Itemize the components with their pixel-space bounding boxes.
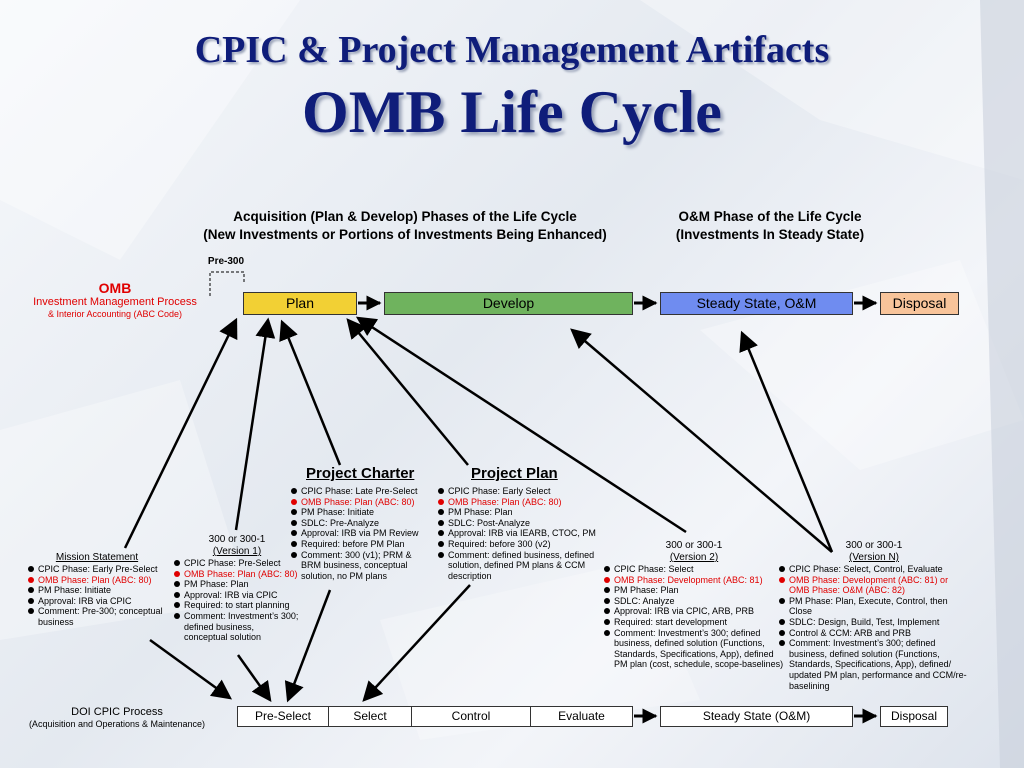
list-item: PM Phase: Plan, Execute, Control, then C…: [779, 596, 969, 617]
list-item: Comment: defined business, defined solut…: [438, 550, 598, 582]
project-charter-details: CPIC Phase: Late Pre-Select OMB Phase: P…: [291, 486, 433, 581]
stage-pre-select: Pre-Select: [237, 706, 329, 727]
list-item: SDLC: Pre-Analyze: [291, 518, 433, 529]
om-header-line2: (Investments In Steady State): [675, 227, 865, 242]
project-plan-title: Project Plan: [471, 465, 558, 482]
list-item: CPIC Phase: Early Pre-Select: [28, 564, 166, 575]
version-n-block: 300 or 300-1 (Version N) CPIC Phase: Sel…: [779, 540, 969, 691]
project-plan-details: CPIC Phase: Early Select OMB Phase: Plan…: [438, 486, 598, 581]
list-item: Required: start development: [604, 617, 784, 628]
doi-process-subtitle: (Acquisition and Operations & Maintenanc…: [28, 719, 206, 729]
omb-line1: Investment Management Process: [33, 296, 197, 308]
list-item: PM Phase: Plan: [174, 579, 300, 590]
list-item: OMB Phase: Plan (ABC: 80): [438, 497, 598, 508]
list-item: OMB Phase: Development (ABC: 81) or OMB …: [779, 575, 969, 596]
list-item: Required: before 300 (v2): [438, 539, 598, 550]
project-charter-title: Project Charter: [306, 465, 415, 482]
list-item: Comment: Pre-300; conceptual business: [28, 606, 166, 627]
list-item: Control & CCM: ARB and PRB: [779, 628, 969, 639]
doi-process-title: DOI CPIC Process: [71, 706, 163, 718]
list-item: Approval: IRB via CPIC: [28, 596, 166, 607]
list-item: PM Phase: Plan: [438, 507, 598, 518]
list-item: Comment: Investment’s 300; defined busin…: [174, 611, 300, 643]
pre300-label: Pre-300: [207, 256, 245, 267]
acquisition-header-line2: (New Investments or Portions of Investme…: [203, 227, 607, 242]
list-item: Comment: Investment’s 300; defined busin…: [779, 638, 969, 691]
omb-title: OMB: [98, 280, 132, 296]
list-item: CPIC Phase: Late Pre-Select: [291, 486, 433, 497]
list-item: Approval: IRB via CPIC, ARB, PRB: [604, 606, 784, 617]
list-item: Comment: 300 (v1); PRM & BRM business, c…: [291, 550, 433, 582]
list-item: PM Phase: Plan: [604, 585, 784, 596]
list-item: SDLC: Post-Analyze: [438, 518, 598, 529]
doi-process-label: DOI CPIC Process (Acquisition and Operat…: [12, 706, 222, 730]
mission-statement: Mission Statement CPIC Phase: Early Pre-…: [28, 552, 166, 628]
list-item: Approval: IRB via CPIC: [174, 590, 300, 601]
stage-disposal: Disposal: [880, 706, 948, 727]
phase-steady-state: Steady State, O&M: [660, 292, 853, 315]
title-line1: CPIC & Project Management Artifacts: [194, 29, 830, 71]
list-item: PM Phase: Initiate: [291, 507, 433, 518]
acquisition-header: Acquisition (Plan & Develop) Phases of t…: [160, 208, 650, 244]
omb-block: OMB Investment Management Process & Inte…: [15, 280, 215, 320]
version-1-title-line1: 300 or 300-1: [208, 534, 266, 545]
list-item: CPIC Phase: Pre-Select: [174, 558, 300, 569]
stage-steady-state: Steady State (O&M): [660, 706, 853, 727]
list-item: OMB Phase: Plan (ABC: 80): [174, 569, 300, 580]
title-line2: OMB Life Cycle: [302, 79, 722, 145]
mission-statement-title: Mission Statement: [55, 552, 139, 563]
list-item: CPIC Phase: Select, Control, Evaluate: [779, 564, 969, 575]
list-item: Comment: Investment’s 300; defined busin…: [604, 628, 784, 670]
list-item: CPIC Phase: Select: [604, 564, 784, 575]
version-2-title-line2: (Version 2): [669, 552, 719, 563]
version-2-block: 300 or 300-1 (Version 2) CPIC Phase: Sel…: [604, 540, 784, 670]
om-header: O&M Phase of the Life Cycle (Investments…: [640, 208, 900, 244]
phase-plan: Plan: [243, 292, 357, 315]
list-item: Required: to start planning: [174, 600, 300, 611]
list-item: Required: before PM Plan: [291, 539, 433, 550]
list-item: OMB Phase: Development (ABC: 81): [604, 575, 784, 586]
version-1-block: 300 or 300-1 (Version 1) CPIC Phase: Pre…: [174, 534, 300, 643]
version-2-title-line1: 300 or 300-1: [665, 540, 723, 551]
version-1-title-line2: (Version 1): [212, 546, 262, 557]
stage-select: Select: [328, 706, 412, 727]
stage-control: Control: [411, 706, 531, 727]
list-item: PM Phase: Initiate: [28, 585, 166, 596]
version-n-title-line2: (Version N): [848, 552, 899, 563]
list-item: OMB Phase: Plan (ABC: 80): [291, 497, 433, 508]
omb-line2: & Interior Accounting (ABC Code): [47, 309, 183, 319]
om-header-line1: O&M Phase of the Life Cycle: [678, 209, 862, 224]
list-item: SDLC: Analyze: [604, 596, 784, 607]
phase-disposal: Disposal: [880, 292, 959, 315]
list-item: CPIC Phase: Early Select: [438, 486, 598, 497]
stage-evaluate: Evaluate: [530, 706, 633, 727]
phase-develop: Develop: [384, 292, 633, 315]
acquisition-header-line1: Acquisition (Plan & Develop) Phases of t…: [233, 209, 577, 224]
list-item: OMB Phase: Plan (ABC: 80): [28, 575, 166, 586]
list-item: Approval: IRB via IEARB, CTOC, PM: [438, 528, 598, 539]
list-item: Approval: IRB via PM Review: [291, 528, 433, 539]
version-n-title-line1: 300 or 300-1: [845, 540, 903, 551]
list-item: SDLC: Design, Build, Test, Implement: [779, 617, 969, 628]
